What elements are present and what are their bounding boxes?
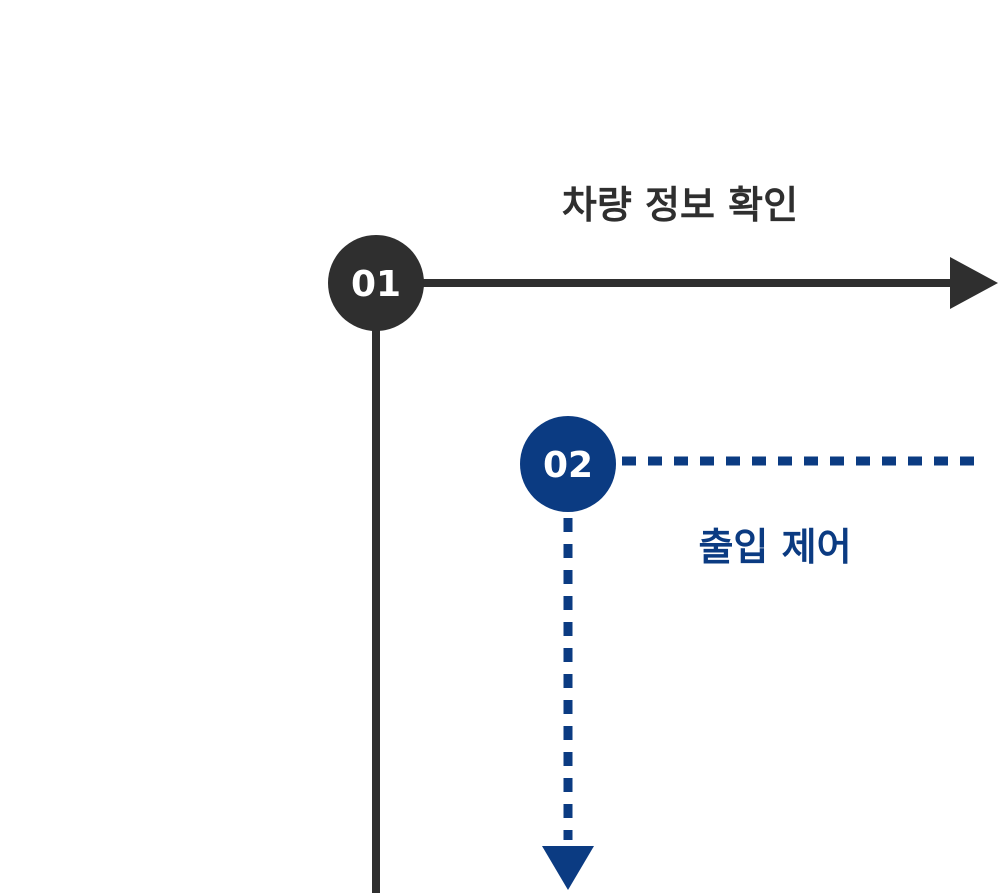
step-02-badge — [520, 416, 616, 512]
step-01-label: 차량 정보 확인 — [562, 183, 798, 227]
step-02-arrowhead-down — [542, 846, 594, 890]
step-02-group: 02 출입 제어 — [520, 416, 980, 890]
step-01-arrowhead-right — [950, 257, 998, 309]
step-02-label: 출입 제어 — [698, 525, 851, 569]
step-02-number: 02 — [543, 445, 593, 486]
step-01-badge — [328, 235, 424, 331]
step-01-group: 01 차량 정보 확인 — [328, 183, 998, 893]
step-01-number: 01 — [351, 264, 401, 305]
